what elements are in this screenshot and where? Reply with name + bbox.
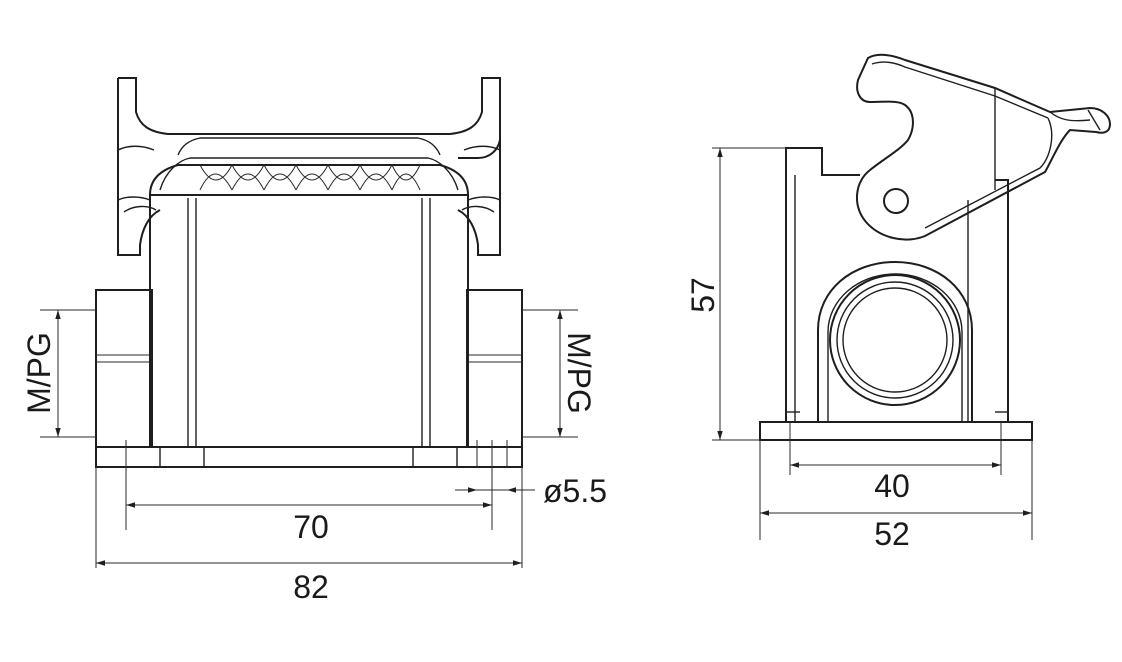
thread-label-right: M/PG (561, 332, 597, 414)
side-view (712, 53, 1112, 540)
right-thread-boss (466, 289, 523, 448)
side-mount-outer-label: 52 (874, 516, 910, 552)
cable-entry-ring (829, 274, 961, 406)
front-view (40, 77, 578, 568)
height-label: 57 (685, 277, 721, 313)
side-mount-inner-label: 40 (874, 468, 910, 504)
width-inner-label: 70 (293, 509, 329, 545)
thread-label-left: M/PG (21, 332, 57, 414)
side-base-plate (759, 421, 1033, 441)
hole-diameter-label: ø5.5 (543, 473, 607, 509)
left-thread-boss (95, 289, 153, 448)
lever-pivot (883, 188, 909, 214)
locking-lever (855, 53, 1112, 241)
housing-body (149, 194, 469, 448)
width-outer-label: 82 (293, 569, 329, 605)
collar-pattern (199, 164, 421, 191)
